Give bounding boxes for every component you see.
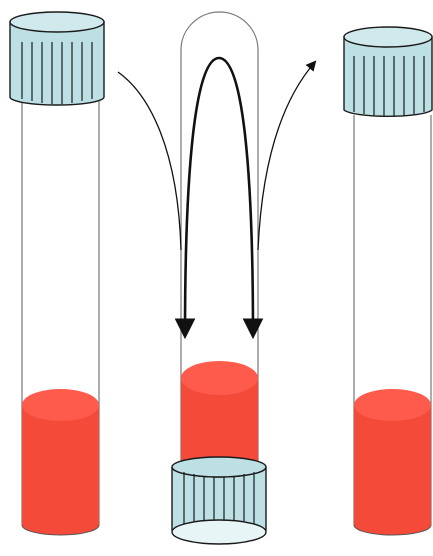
left-cap: [10, 12, 104, 105]
right-tube-liquid: [354, 389, 431, 535]
middle-tube-outline: [181, 12, 258, 330]
middle-tube: [172, 12, 266, 544]
curved-arrow-icon: [258, 62, 315, 250]
curved-arrow-icon: [118, 72, 181, 250]
left-tube: [10, 12, 104, 535]
right-cap: [344, 27, 432, 117]
middle-cap: [172, 457, 266, 544]
right-tube: [344, 27, 432, 535]
left-tube-liquid: [22, 389, 99, 535]
inversion-arrow-icon: [185, 58, 253, 335]
middle-tube-liquid: [181, 361, 258, 470]
